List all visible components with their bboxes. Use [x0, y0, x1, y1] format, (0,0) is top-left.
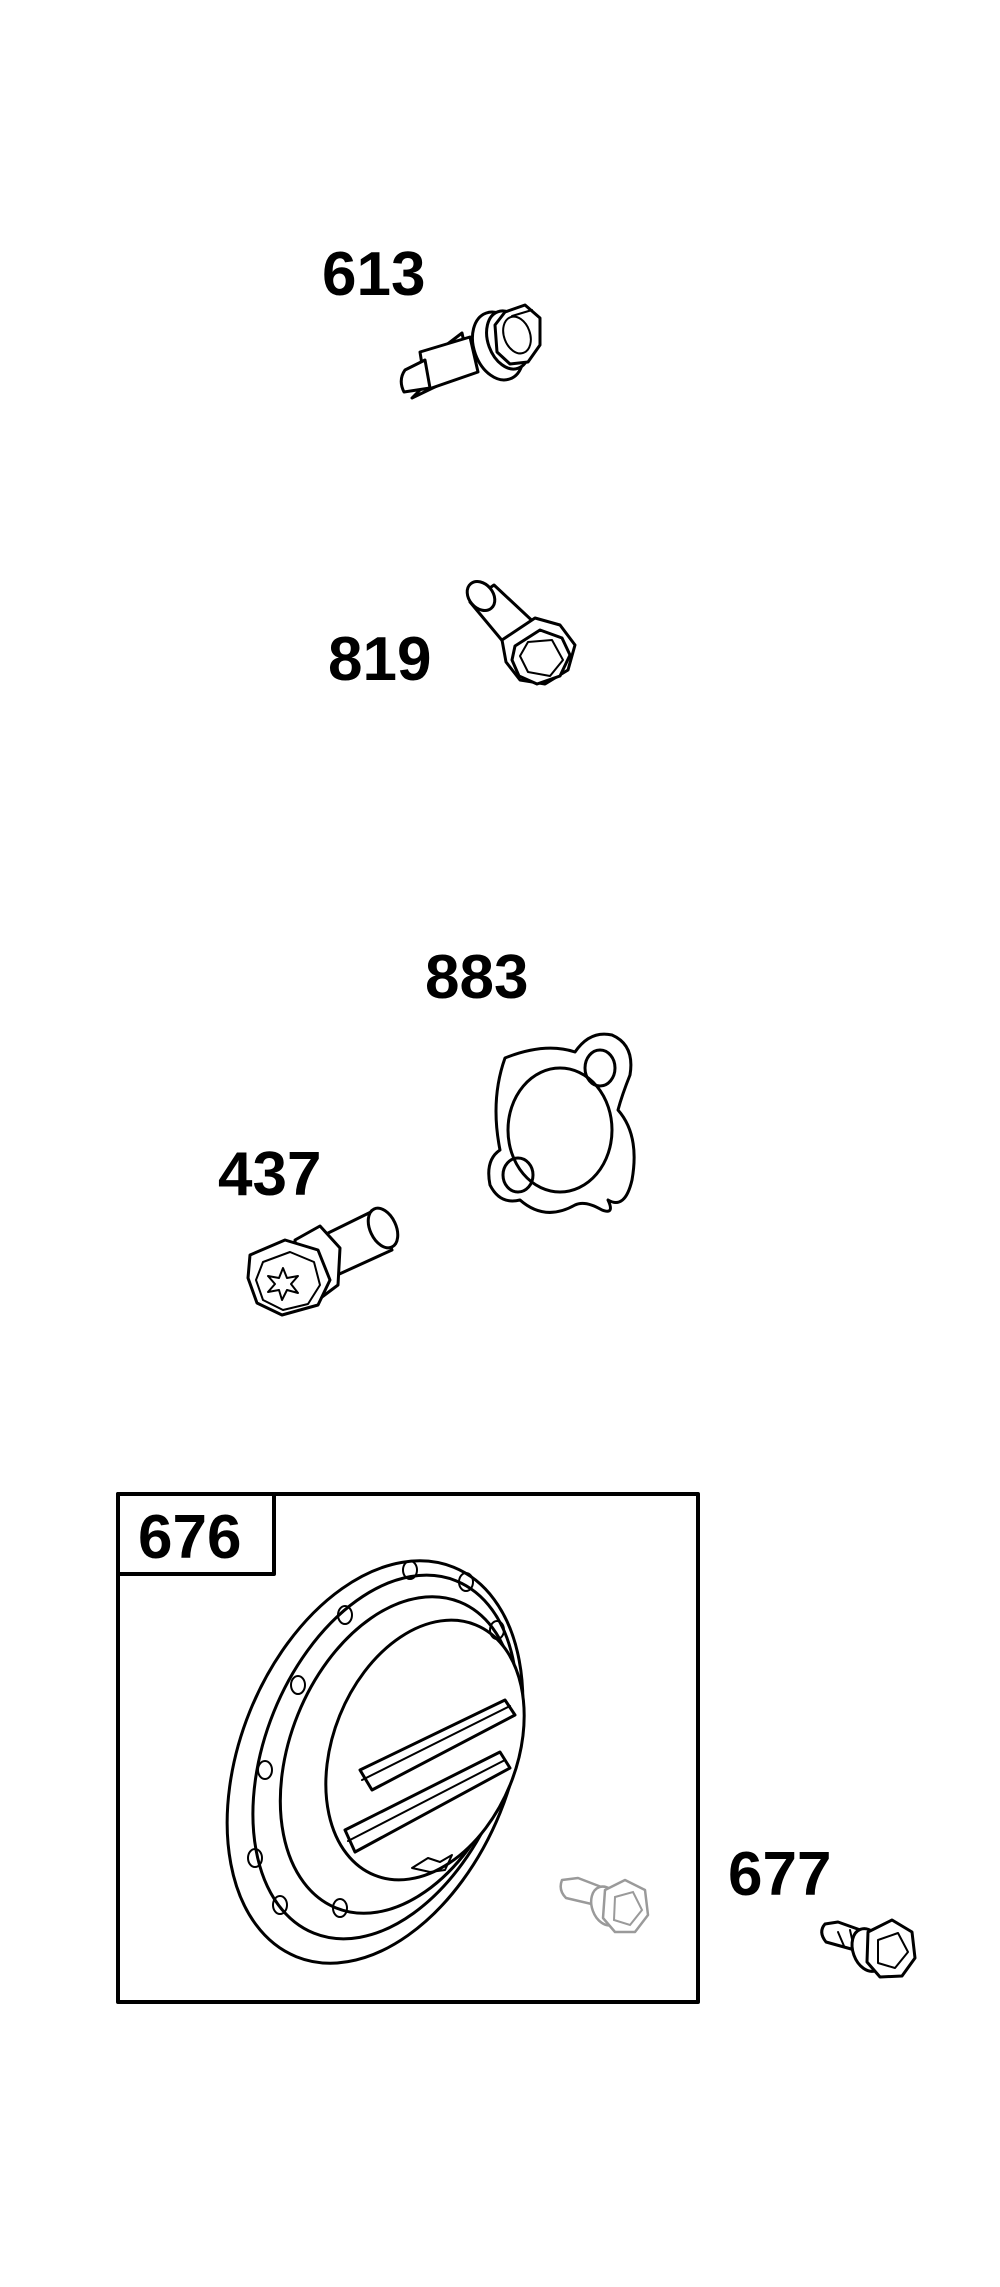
- bolt-437-drawing: [246, 1206, 400, 1317]
- screw-677-drawing: [820, 1918, 917, 1979]
- bolt-819-drawing: [465, 580, 577, 686]
- assembly-box-676: [116, 1492, 700, 2004]
- part-label-613: 613: [322, 240, 425, 309]
- part-label-437: 437: [218, 1140, 321, 1209]
- cover-676-drawing: [225, 1559, 526, 1965]
- part-label-677: 677: [728, 1840, 831, 1909]
- part-label-883: 883: [425, 943, 528, 1012]
- part-label-676: 676: [138, 1503, 241, 1572]
- bolt-613-drawing: [399, 303, 542, 400]
- ghost-screw-drawing: [559, 1876, 650, 1934]
- gasket-883-drawing: [487, 1032, 636, 1214]
- assembly-label-box: [116, 1492, 276, 1576]
- part-label-819: 819: [328, 625, 431, 694]
